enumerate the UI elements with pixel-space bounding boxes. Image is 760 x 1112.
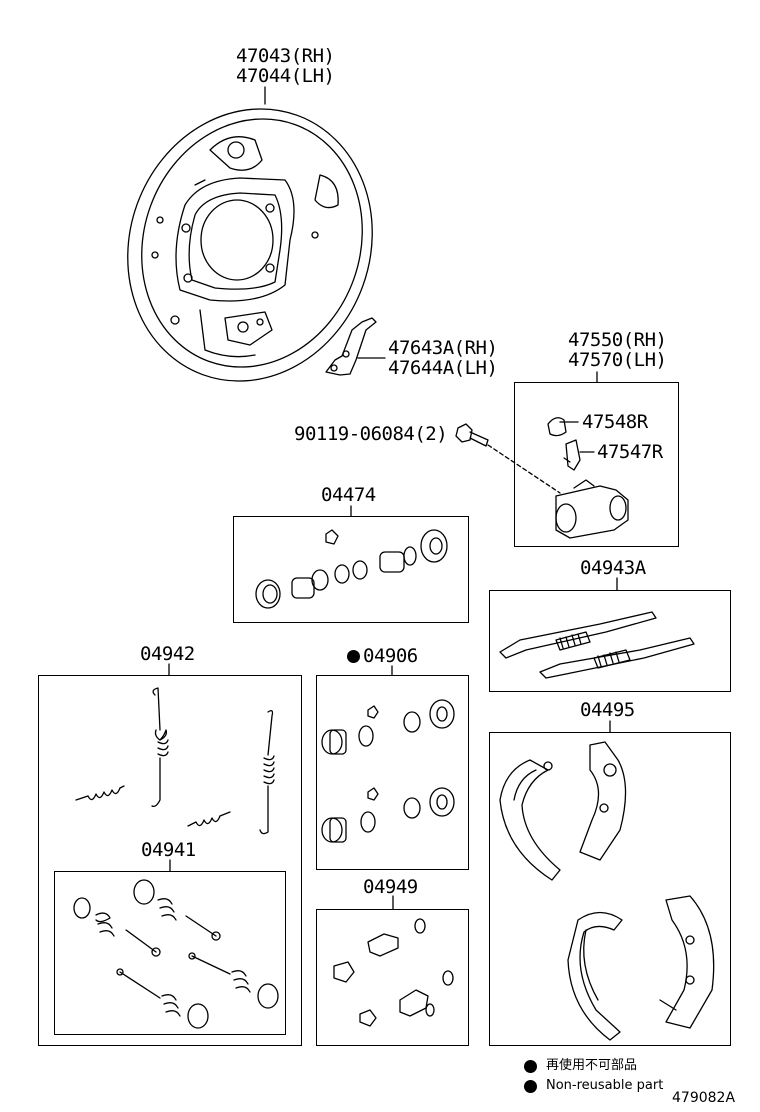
label-cylinder-kit: 04906 xyxy=(347,646,418,666)
label-backing-plate-lh: 47044(LH) xyxy=(236,65,335,87)
cup-kit-drawing xyxy=(255,529,448,609)
shoe-set-drawing xyxy=(499,741,715,1041)
label-shoe-set: 04495 xyxy=(580,699,635,721)
legend-japanese-text: 再使用不可部品 xyxy=(546,1058,638,1073)
label-cylinder-kit-text: 04906 xyxy=(363,645,418,667)
label-bolt: 90119-06084(2) xyxy=(294,423,448,445)
label-lever-lh: 47644A(LH) xyxy=(388,357,498,379)
cylinder-kit-drawing xyxy=(321,699,455,843)
label-cylinder-rh: 47550(RH) xyxy=(568,329,667,351)
lever-drawing xyxy=(325,317,377,376)
figure-id: 479082A xyxy=(672,1090,736,1106)
bolt-drawing xyxy=(455,423,489,447)
spring-kit-drawing xyxy=(75,687,275,835)
hold-down-kit-drawing xyxy=(73,879,279,1029)
cylinder-kit-box xyxy=(316,675,469,870)
label-hold-down-kit: 04941 xyxy=(141,839,196,861)
label-cup-kit: 04474 xyxy=(321,484,376,506)
shoe-set-box xyxy=(489,732,731,1046)
label-misc-kit: 04949 xyxy=(363,876,418,898)
non-reusable-legend-icon-2 xyxy=(524,1079,537,1093)
hold-down-kit-box xyxy=(54,871,286,1035)
backing-plate-drawing xyxy=(127,108,373,382)
label-lever-rh: 47643A(RH) xyxy=(388,337,498,359)
legend-english-text: Non-reusable part xyxy=(546,1078,664,1093)
misc-kit-box xyxy=(316,909,469,1046)
cylinder-box xyxy=(514,382,679,547)
wheel-cylinder-drawing xyxy=(547,417,629,539)
adjuster-kit-box xyxy=(489,590,731,692)
label-cylinder-lh: 47570(LH) xyxy=(568,349,667,371)
cup-kit-box xyxy=(233,516,469,623)
non-reusable-marker-icon xyxy=(347,650,360,663)
label-bleeder-cap: 47548R xyxy=(582,411,648,433)
adjuster-drawing xyxy=(499,611,695,679)
leader-bolt-dashed xyxy=(487,444,561,494)
non-reusable-legend-icon xyxy=(524,1059,537,1073)
label-adjuster-kit: 04943A xyxy=(580,557,646,579)
legend-english: Non-reusable part xyxy=(524,1078,663,1094)
misc-kit-drawing xyxy=(333,918,454,1027)
label-spring-kit: 04942 xyxy=(140,643,195,665)
label-backing-plate-rh: 47043(RH) xyxy=(236,45,335,67)
spring-kit-box xyxy=(38,675,302,1046)
label-bleeder-plug: 47547R xyxy=(597,441,663,463)
legend-japanese: 再使用不可部品 xyxy=(524,1058,637,1074)
